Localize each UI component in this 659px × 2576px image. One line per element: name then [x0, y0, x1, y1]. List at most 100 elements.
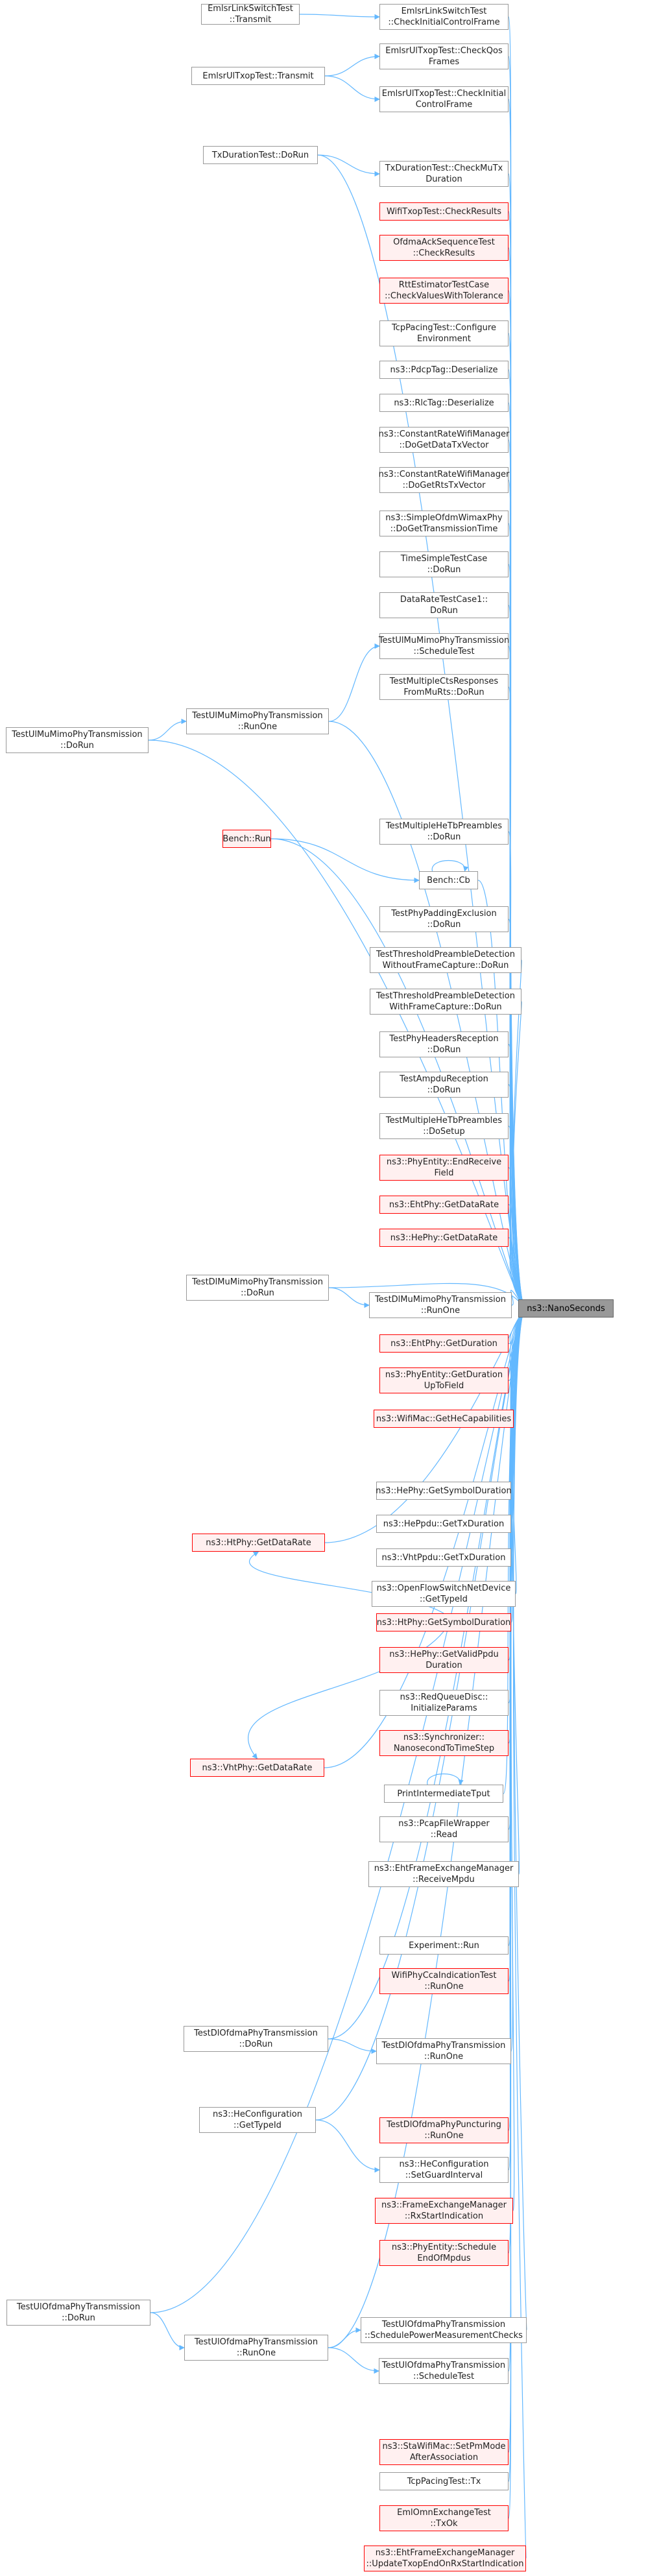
graph-node[interactable]: ns3::PcapFileWrapper ::Read [379, 1816, 509, 1842]
graph-node[interactable]: ns3::EhtFrameExchangeManager ::UpdateTxo… [364, 2546, 526, 2571]
call-edge [328, 721, 525, 1309]
graph-node[interactable]: TxDurationTest::DoRun [203, 146, 318, 164]
graph-node[interactable]: ns3::EhtFrameExchangeManager ::ReceiveMp… [368, 1861, 519, 1887]
graph-node[interactable]: TxDurationTest::CheckMuTx Duration [379, 161, 509, 187]
graph-node[interactable]: TestMultipleCtsResponses FromMuRts::DoRu… [379, 674, 509, 700]
graph-node[interactable]: TestUlMuMimoPhyTransmission ::DoRun [6, 727, 149, 753]
call-edge [299, 14, 380, 20]
call-edge [324, 53, 380, 77]
graph-node[interactable]: TestThresholdPreambleDetection WithFrame… [370, 989, 521, 1015]
call-edge [427, 1774, 464, 1785]
graph-node[interactable]: TestDlOfdmaPhyTransmission ::RunOne [376, 2038, 511, 2064]
graph-node[interactable]: WifiTxopTest::CheckResults [379, 202, 509, 221]
call-edge [270, 838, 420, 884]
graph-node[interactable]: Experiment::Run [379, 1936, 509, 1955]
call-edge [431, 860, 469, 872]
call-edge [512, 1308, 527, 2559]
call-edge [328, 2347, 379, 2374]
graph-node[interactable]: TestDlOfdmaPhyPuncturing ::RunOne [379, 2117, 509, 2143]
graph-node[interactable]: TestDlMuMimoPhyTransmission ::DoRun [186, 1275, 329, 1301]
graph-node[interactable]: TestDlMuMimoPhyTransmission ::RunOne [369, 1292, 512, 1318]
call-edge [328, 1308, 525, 2040]
graph-node[interactable]: TestMultipleHeTbPreambles ::DoRun [379, 819, 509, 845]
call-edge [148, 718, 187, 741]
call-edge [513, 1308, 527, 2331]
graph-node[interactable]: ns3::ConstantRateWifiManager ::DoGetRtsT… [379, 467, 509, 493]
graph-node[interactable]: ns3::PdcpTag::Deserialize [379, 361, 509, 379]
call-edge [315, 1308, 525, 2121]
graph-node[interactable]: ns3::HePhy::GetSymbolDuration [376, 1482, 512, 1500]
graph-node[interactable]: TestUlOfdmaPhyTransmission ::SchedulePow… [361, 2317, 527, 2343]
graph-node[interactable]: TestPhyHeadersReception ::DoRun [379, 1031, 509, 1057]
call-edge [508, 1237, 525, 1309]
call-edge [508, 1167, 525, 1309]
graph-node[interactable]: TestUlMuMimoPhyTransmission ::ScheduleTe… [379, 633, 509, 659]
graph-node[interactable]: TestUlOfdmaPhyTransmission ::ScheduleTes… [379, 2358, 509, 2384]
call-edge [317, 154, 380, 177]
graph-node[interactable]: TestPhyPaddingExclusion ::DoRun [379, 906, 509, 932]
graph-node[interactable]: ns3::VhtPpdu::GetTxDuration [376, 1548, 511, 1567]
graph-node[interactable]: ns3::EhtPhy::GetDuration [379, 1334, 509, 1353]
graph-node[interactable]: EmlsrUlTxopTest::Transmit [191, 67, 325, 85]
graph-node[interactable]: Bench::Cb [419, 871, 478, 889]
graph-node[interactable]: ns3::StaWifiMac::SetPmMode AfterAssociat… [379, 2439, 509, 2465]
graph-node[interactable]: ns3::SimpleOfdmWimaxPhy ::DoGetTransmiss… [379, 511, 509, 536]
graph-node[interactable]: ns3::HtPhy::GetDataRate [192, 1534, 325, 1552]
call-edge [324, 75, 380, 102]
graph-node[interactable]: ns3::HePpdu::GetTxDuration [376, 1515, 511, 1533]
call-edge [508, 1125, 525, 1309]
graph-node[interactable]: ns3::VhtPhy::GetDataRate [190, 1759, 324, 1777]
call-edge [512, 1001, 525, 1309]
call-edge [508, 1308, 525, 2519]
graph-node[interactable]: ns3::HePhy::GetDataRate [379, 1229, 509, 1247]
call-edge [512, 959, 525, 1309]
graph-node[interactable]: DataRateTestCase1:: DoRun [379, 592, 509, 618]
graph-node[interactable]: ns3::PhyEntity::Schedule EndOfMpdus [379, 2240, 509, 2266]
graph-node[interactable]: TestUlOfdmaPhyTransmission ::RunOne [184, 2335, 328, 2361]
call-edge [270, 838, 525, 1309]
graph-node[interactable]: ns3::Synchronizer:: NanosecondToTimeStep [379, 1730, 509, 1756]
graph-node[interactable]: TestThresholdPreambleDetection WithoutFr… [370, 947, 521, 973]
graph-node[interactable]: TcpPacingTest::Configure Environment [379, 320, 509, 346]
call-edge [508, 1204, 525, 1309]
graph-node[interactable]: ns3::FrameExchangeManager ::RxStartIndic… [375, 2198, 513, 2224]
focus-node[interactable]: ns3::NanoSeconds [518, 1299, 614, 1318]
graph-node[interactable]: ns3::RlcTag::Deserialize [379, 394, 509, 412]
graph-node[interactable]: RttEstimatorTestCase ::CheckValuesWithTo… [379, 278, 509, 304]
graph-node[interactable]: ns3::WifiMac::GetHeCapabilities [374, 1410, 514, 1428]
graph-node[interactable]: ns3::HeConfiguration ::SetGuardInterval [379, 2157, 509, 2183]
graph-node[interactable]: EmlOmnExchangeTest ::TxOk [379, 2505, 509, 2531]
call-edge [150, 2312, 185, 2351]
graph-node[interactable]: ns3::EhtPhy::GetDataRate [379, 1196, 509, 1214]
graph-node[interactable]: TestAmpduReception ::DoRun [379, 1072, 509, 1098]
graph-node[interactable]: TestUlOfdmaPhyTransmission ::DoRun [6, 2300, 150, 2326]
call-edge [328, 1287, 370, 1308]
graph-node[interactable]: TimeSimpleTestCase ::DoRun [379, 551, 509, 577]
graph-node[interactable]: PrintIntermediateTput [384, 1785, 503, 1803]
graph-node[interactable]: EmlsrLinkSwitchTest ::CheckInitialContro… [379, 4, 509, 30]
graph-node[interactable]: ns3::ConstantRateWifiManager ::DoGetData… [379, 427, 509, 453]
graph-node[interactable]: EmlsrLinkSwitchTest ::Transmit [201, 4, 300, 25]
graph-node[interactable]: ns3::HtPhy::GetSymbolDuration [376, 1613, 511, 1631]
graph-node[interactable]: ns3::OpenFlowSwitchNetDevice ::GetTypeId [372, 1581, 516, 1607]
call-edge [328, 1308, 525, 2348]
graph-node[interactable]: WifiPhyCcaIndicationTest ::RunOne [379, 1968, 509, 1994]
graph-node[interactable]: EmlsrUlTxopTest::CheckInitial ControlFra… [379, 86, 509, 112]
call-edge [328, 643, 380, 722]
call-edge [315, 2119, 380, 2173]
graph-node[interactable]: TestMultipleHeTbPreambles ::DoSetup [379, 1113, 509, 1139]
graph-node[interactable]: TestDlOfdmaPhyTransmission ::DoRun [184, 2026, 328, 2052]
call-edge [328, 2038, 377, 2054]
graph-node[interactable]: ns3::RedQueueDisc:: InitializeParams [379, 1690, 509, 1716]
graph-node[interactable]: EmlsrUlTxopTest::CheckQos Frames [379, 43, 509, 69]
graph-node[interactable]: OfdmaAckSequenceTest ::CheckResults [379, 235, 509, 261]
graph-node[interactable]: TcpPacingTest::Tx [379, 2472, 509, 2490]
graph-node[interactable]: Bench::Run [222, 830, 271, 848]
graph-node[interactable]: TestUlMuMimoPhyTransmission ::RunOne [186, 708, 329, 734]
graph-node[interactable]: ns3::HePhy::GetValidPpdu Duration [379, 1647, 509, 1673]
graph-node[interactable]: ns3::HeConfiguration ::GetTypeId [199, 2107, 316, 2133]
graph-node[interactable]: ns3::PhyEntity::GetDuration UpToField [379, 1367, 509, 1393]
call-edge [324, 1308, 525, 1543]
graph-node[interactable]: ns3::PhyEntity::EndReceive Field [379, 1155, 509, 1181]
